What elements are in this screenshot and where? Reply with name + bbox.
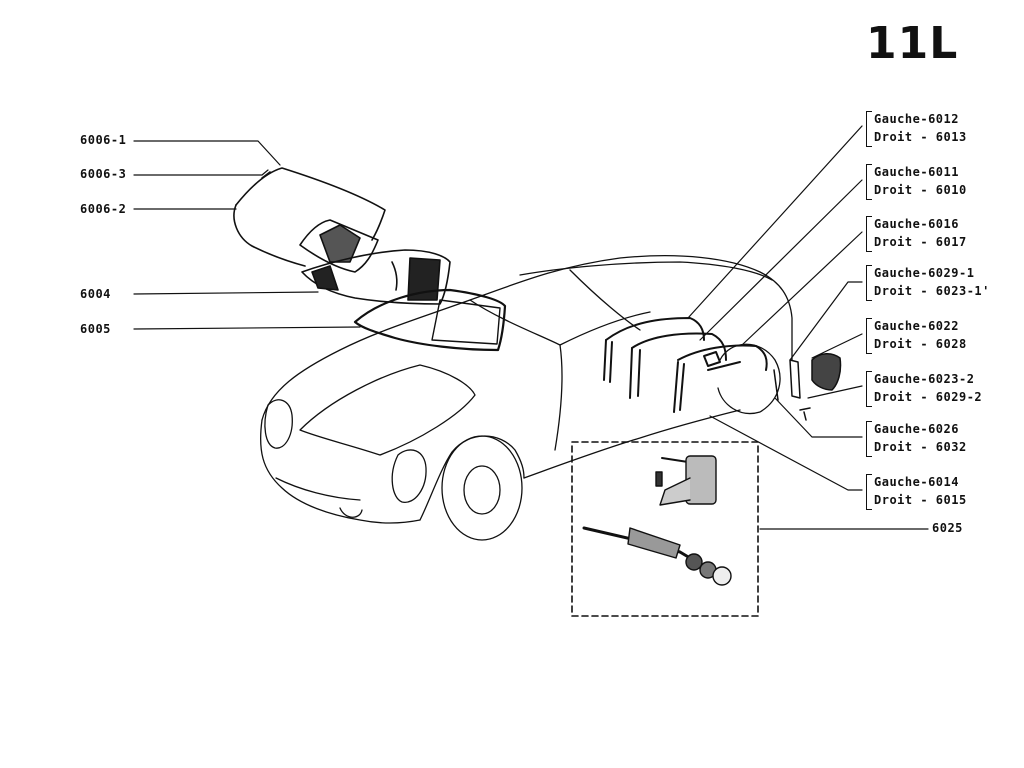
- leader-6004: [133, 291, 319, 295]
- callout-pair-6026-6032: Gauche-6026 Droit - 6032: [866, 420, 967, 457]
- seal-joiner-6006-3: [261, 171, 271, 179]
- callout-pair-6011-6010: Gauche-6011 Droit - 6010: [866, 163, 967, 200]
- callout-pair-6014-6015: Gauche-6014 Droit - 6015: [866, 473, 967, 510]
- car-body: [259, 255, 793, 541]
- droit-label: Droit - 6032: [874, 440, 967, 454]
- page-number: 11L: [866, 18, 959, 69]
- gauche-label: Gauche-6014: [874, 475, 959, 489]
- gauche-label: Gauche-6016: [874, 217, 959, 231]
- droit-label: Droit - 6029-2: [874, 390, 983, 404]
- door-frame-components: [603, 317, 768, 413]
- gauche-label: Gauche-6026: [874, 422, 959, 436]
- callout-6004: 6004: [80, 287, 111, 301]
- leader-6011: [699, 179, 863, 341]
- gauche-label: Gauche-6029-1: [874, 266, 975, 280]
- brace: [866, 474, 872, 510]
- lock-plate: [685, 455, 717, 505]
- front-wheel: [441, 435, 523, 541]
- brace: [866, 111, 872, 147]
- gauche-label: Gauche-6023-2: [874, 372, 975, 386]
- droit-label: Droit - 6015: [874, 493, 967, 507]
- gauche-label: Gauche-6012: [874, 112, 959, 126]
- left-leader-lines: [133, 140, 361, 330]
- leader-6006-1: [133, 140, 281, 166]
- droit-label: Droit - 6028: [874, 337, 967, 351]
- gauche-label: Gauche-6011: [874, 165, 959, 179]
- droit-label: Droit - 6017: [874, 235, 967, 249]
- detail-box-border: [571, 441, 759, 617]
- brace: [866, 216, 872, 252]
- windscreen-seal: [353, 288, 507, 352]
- callout-6006-1: 6006-1: [80, 133, 127, 147]
- droit-label: Droit - 6010: [874, 183, 967, 197]
- leader-6006-3: [133, 169, 269, 176]
- droit-label: Droit - 6023-1': [874, 284, 990, 298]
- leader-6005: [133, 326, 361, 330]
- callout-pair-6022-6028: Gauche-6022 Droit - 6028: [866, 317, 967, 354]
- rear-window-seal-6006-2: [233, 204, 306, 267]
- brace: [866, 265, 872, 301]
- callout-pair-6023-2-6029-2: Gauche-6023-2 Droit - 6029-2: [866, 370, 983, 407]
- callout-pair-6016-6017: Gauche-6016 Droit - 6017: [866, 215, 967, 252]
- brace: [866, 421, 872, 457]
- front-hub: [463, 465, 501, 515]
- leader-6029-1: [789, 281, 863, 361]
- brace: [866, 318, 872, 354]
- leader-6023-2: [807, 385, 863, 399]
- brace: [866, 164, 872, 200]
- callout-6005: 6005: [80, 322, 111, 336]
- door-seal-6012: [605, 317, 705, 341]
- rear-window-seal-6006-1: [235, 167, 386, 241]
- callout-6006-2: 6006-2: [80, 202, 127, 216]
- leader-6026: [774, 397, 863, 438]
- quarter-vent: [773, 353, 842, 421]
- leader-6014: [709, 415, 863, 491]
- leader-6012: [687, 125, 863, 319]
- callout-6025: 6025: [932, 521, 963, 535]
- door-seal-6016: [677, 344, 768, 371]
- door-frame-6011: [631, 332, 727, 361]
- lock-mechanism-detail: [571, 441, 759, 617]
- gauche-label: Gauche-6022: [874, 319, 959, 333]
- right-leader-lines: [687, 125, 929, 530]
- callout-pair-6029-1-6023-1: Gauche-6029-1 Droit - 6023-1': [866, 264, 990, 301]
- callout-6006-3: 6006-3: [80, 167, 127, 181]
- rear-wheel: [717, 343, 781, 415]
- screw: [661, 457, 689, 463]
- droit-label: Droit - 6013: [874, 130, 967, 144]
- brace: [866, 371, 872, 407]
- leader-6016: [741, 231, 863, 346]
- rear-window-assembly: [233, 167, 386, 273]
- pin: [655, 471, 663, 487]
- callout-pair-6012-6013: Gauche-6012 Droit - 6013: [866, 110, 967, 147]
- windscreen-glass: [301, 249, 451, 305]
